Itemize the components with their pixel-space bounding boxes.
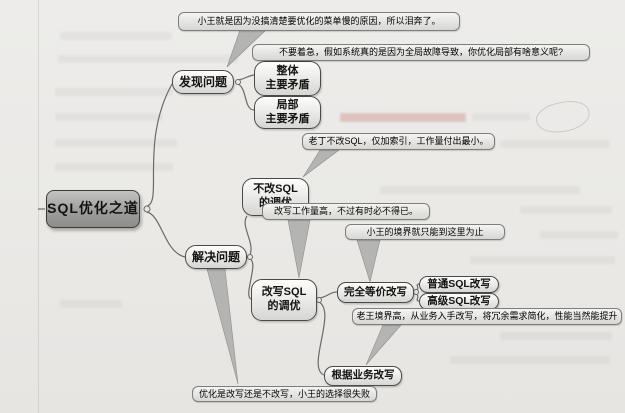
link-root-solve [146, 211, 186, 258]
junction-root [143, 205, 151, 213]
ghost-text [55, 139, 177, 147]
node-label: 发现问题 [178, 74, 227, 89]
ghost-text [470, 256, 615, 264]
node-label-line2: 主要矛盾 [265, 78, 310, 91]
callout-text: 老王境界高，从业务入手改写，将冗余需求简化，性能当然能提升 [356, 311, 618, 321]
link-solve-rewrite [248, 258, 254, 300]
callout-choice-fail: 优化是改写还是不改写，小王的选择很失败 [192, 386, 377, 402]
ghost-text [55, 163, 173, 171]
link-rewrite-equivalent [318, 291, 338, 299]
callout-dont-hurry: 不要着急，假如系统真的是因为全局故障导致，你优化局部有啥意义呢? [252, 44, 590, 61]
node-label-line1: 整体 [276, 64, 299, 77]
node-find-problem: 发现问题 [172, 70, 234, 94]
node-business-rewrite: 根据业务改写 [324, 366, 402, 386]
link-find-partial [237, 83, 255, 111]
callout-xiaowang-limit: 小王的境界就只能到这里为止 [345, 224, 505, 240]
callout-menu-reason: 小王就是因为没搞清楚要优化的菜单慢的原因，所以泪奔了。 [178, 12, 460, 31]
node-full-equivalent-rewrite: 完全等价改写 [337, 282, 414, 303]
ghost-text [540, 231, 618, 239]
junction-solve [247, 254, 253, 260]
node-rewrite-sql-tuning: 改写SQL 的调优 [251, 279, 317, 321]
ghost-text [472, 113, 530, 121]
pointer-choice-fail [206, 268, 239, 385]
node-label-line2: 的调优 [267, 300, 301, 312]
callout-rewrite-cost: 改写工作量高，不过有时必不得已。 [262, 203, 430, 220]
ghost-text [500, 140, 610, 148]
ghost-text [500, 332, 612, 340]
pointer-xiaowang-limit [356, 239, 381, 284]
node-label: 高级SQL改写 [427, 294, 491, 307]
node-label: 普通SQL改写 [427, 277, 491, 290]
callout-text: 改写工作量高，不过有时必不得已。 [273, 206, 418, 216]
ghost-text [55, 88, 173, 96]
ghost-text-highlight [340, 113, 466, 122]
link-root-find [146, 83, 173, 207]
ghost-text [60, 300, 122, 308]
callout-text: 优化是改写还是不改写，小王的选择很失败 [198, 388, 370, 399]
link-find-overall [237, 74, 255, 81]
node-label: 根据业务改写 [331, 369, 395, 382]
callout-laowang-level: 老王境界高，从业务入手改写，将冗余需求简化，性能当然能提升 [352, 308, 622, 325]
node-root-sql-optimization: SQL优化之道 [46, 190, 140, 228]
node-label: 完全等价改写 [344, 285, 407, 298]
link-solve-nochange [244, 215, 252, 256]
junction-rewrite [316, 297, 322, 303]
node-label-line1: 局部 [276, 98, 299, 111]
link-rewrite-business [317, 301, 326, 376]
ghost-text [450, 356, 610, 364]
node-overall-contradiction: 整体 主要矛盾 [254, 61, 321, 96]
pointer-laowang [365, 324, 402, 366]
page-margin-line [38, 0, 39, 413]
pointer-rewrite-cost [287, 219, 311, 279]
callout-text: 老丁不改SQL，仅加索引，工作量付出最小。 [308, 136, 489, 146]
callout-text: 小王就是因为没搞清楚要优化的菜单慢的原因，所以泪奔了。 [197, 16, 441, 26]
node-label-line1: 改写SQL [261, 286, 307, 299]
callout-laoding-no-change: 老丁不改SQL，仅加索引，工作量付出最小。 [302, 133, 495, 150]
node-solve-problem: 解决问题 [185, 245, 247, 269]
junction-equivalent [413, 289, 419, 295]
node-normal-sql-rewrite: 普通SQL改写 [419, 276, 499, 293]
node-partial-contradiction: 局部 主要矛盾 [254, 96, 321, 129]
ghost-text [380, 186, 580, 194]
node-label-line2: 主要矛盾 [265, 112, 310, 125]
callout-text: 不要着急，假如系统真的是因为全局故障导致，你优化局部有啥意义呢? [278, 47, 563, 57]
pointer-laoding [302, 149, 340, 178]
ghost-text [58, 55, 238, 63]
node-root-label: SQL优化之道 [47, 200, 139, 217]
node-label-line1: 不改SQL [253, 183, 298, 196]
callout-text: 小王的境界就只能到这里为止 [366, 226, 484, 237]
ghost-text [60, 32, 172, 40]
junction-find [235, 79, 241, 85]
node-label: 解决问题 [191, 249, 240, 264]
ghost-text [55, 113, 163, 121]
ghost-text [520, 206, 612, 214]
